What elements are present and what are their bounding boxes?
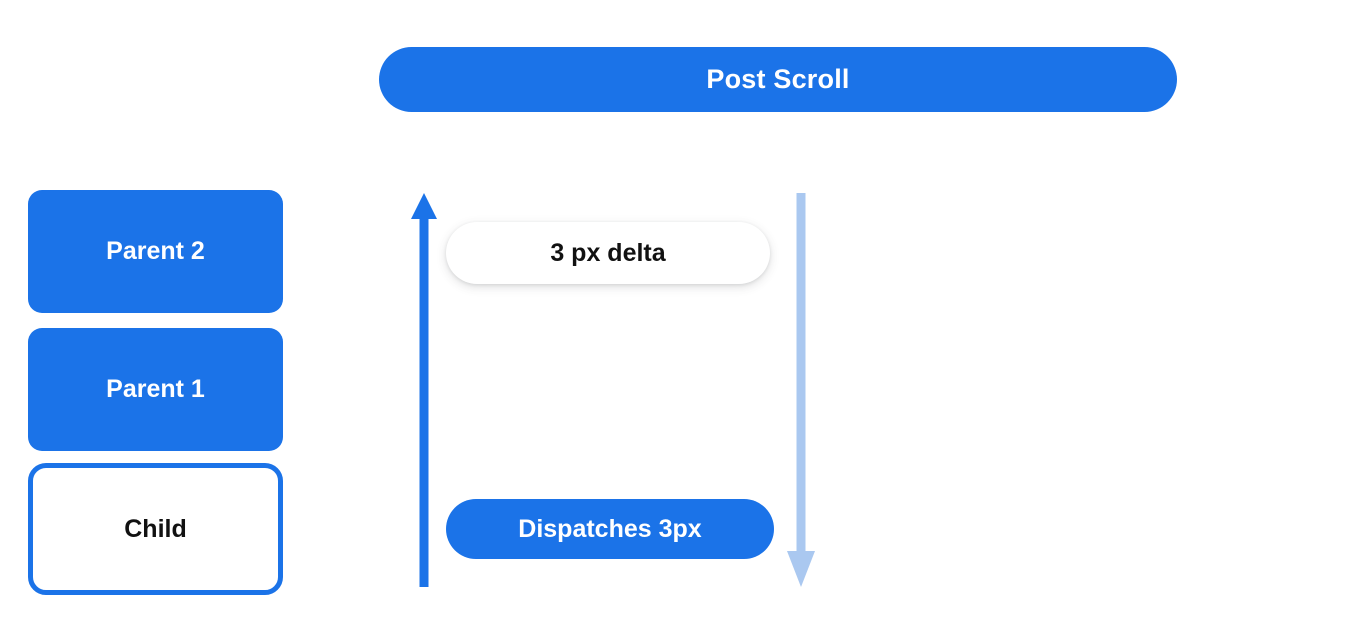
node-child: Child (28, 463, 283, 595)
node-child-label: Child (124, 514, 187, 543)
node-parent-1-label: Parent 1 (106, 375, 205, 403)
node-parent-2-label: Parent 2 (106, 237, 205, 265)
node-parent-2: Parent 2 (28, 190, 283, 313)
dispatch-callout-label: Dispatches 3px (518, 514, 702, 543)
delta-callout: 3 px delta (446, 222, 770, 284)
delta-callout-label: 3 px delta (550, 238, 666, 267)
scroll-delta-down-arrow-icon (787, 193, 815, 587)
scroll-propagation-up-arrow-icon (411, 193, 437, 587)
post-scroll-title: Post Scroll (706, 64, 850, 94)
dispatch-callout: Dispatches 3px (446, 499, 774, 559)
node-parent-1: Parent 1 (28, 328, 283, 451)
post-scroll-header-bar: Post Scroll (379, 47, 1177, 112)
